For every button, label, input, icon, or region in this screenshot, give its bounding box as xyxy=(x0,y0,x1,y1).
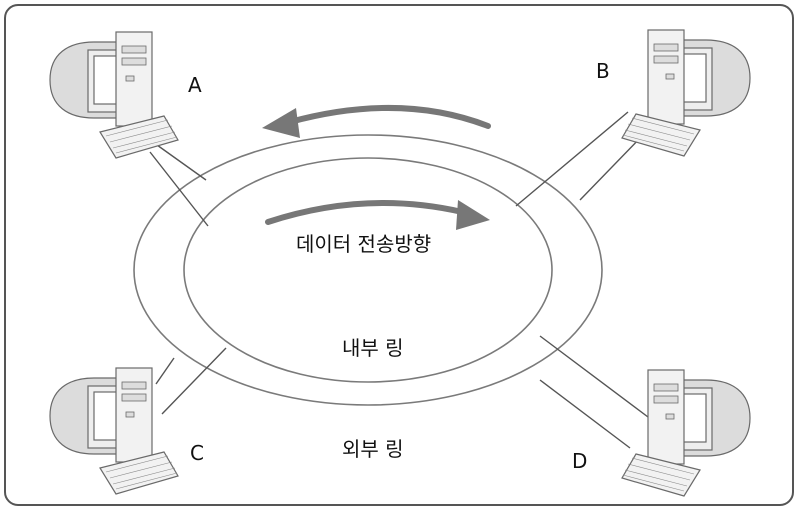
computer-c-icon xyxy=(49,367,179,495)
node-label-a: A xyxy=(188,73,202,97)
connection-d xyxy=(539,335,653,449)
computer-b-icon xyxy=(621,29,751,157)
node-label-b: B xyxy=(596,59,610,83)
connection-c xyxy=(155,347,227,415)
node-label-d: D xyxy=(572,449,587,473)
connection-b xyxy=(515,111,643,207)
node-label-c: C xyxy=(190,441,204,465)
arrow-inner-right-icon xyxy=(265,200,490,230)
computer-d-icon xyxy=(621,369,751,497)
connection-a xyxy=(149,139,209,227)
computer-a-icon xyxy=(49,31,179,159)
direction-label: 데이터 전송방향 xyxy=(296,232,431,256)
arrow-outer-left-icon xyxy=(262,104,491,138)
outer-ring-label: 외부 링 xyxy=(342,437,404,461)
inner-ring-label: 내부 링 xyxy=(342,336,404,360)
diagram-frame xyxy=(4,4,794,506)
